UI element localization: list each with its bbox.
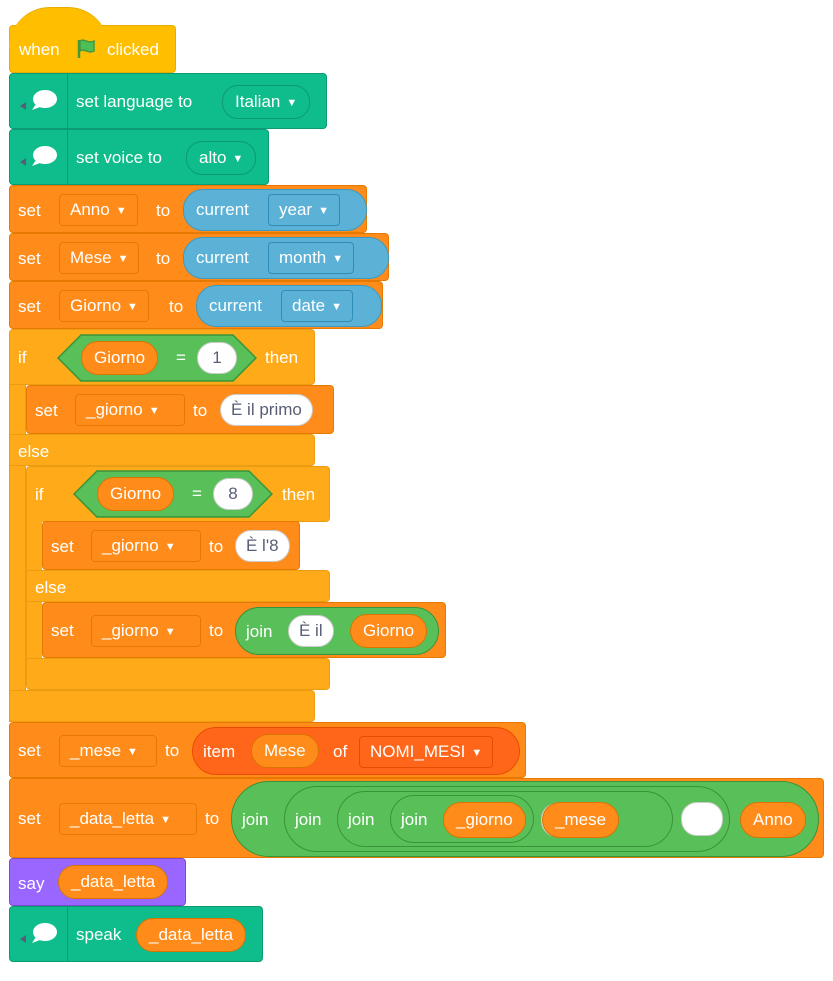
to-label: to [209,537,224,556]
speech-bubble-icon [10,74,68,128]
join-operator[interactable]: join È il Giorno [235,607,439,655]
set-label: set [18,809,41,828]
giorno-reporter[interactable]: Giorno [97,477,175,511]
set-label: set [18,249,41,268]
set-label: set [51,621,74,640]
else-label: else [18,442,50,461]
when-flag-clicked-block[interactable]: when clicked [9,7,176,73]
then-label: then [265,348,299,367]
month-dropdown[interactable]: month▼ [268,242,355,274]
language-dropdown[interactable]: Italian▼ [222,85,311,119]
value-input[interactable]: 8 [213,478,253,510]
set-label: set [18,297,41,316]
variable-dropdown-_giorno[interactable]: _giorno▼ [91,615,201,647]
else-label: else [35,578,67,597]
set-label: set [51,537,74,556]
text-input[interactable]: È il primo [220,394,313,426]
equals-label: = [176,348,186,367]
variable-dropdown-mese[interactable]: Mese▼ [59,242,140,274]
set-mese-block[interactable]: set Mese▼ to current month▼ [9,233,389,281]
if-else-inner-bottom [26,658,330,690]
current-year-reporter[interactable]: current year▼ [183,189,367,231]
set-mese-item-block[interactable]: set _mese▼ to item Mese of NOMI_MESI▼ [9,722,526,778]
voice-dropdown[interactable]: alto▼ [186,141,257,175]
current-date-reporter[interactable]: current date▼ [196,285,382,327]
variable-dropdown-giorno[interactable]: Giorno▼ [59,290,149,322]
then-label: then [282,485,316,504]
equals-condition-1[interactable]: Giorno = 1 [57,334,257,382]
set-data-letta-block[interactable]: set _data_letta▼ to join join join join … [9,778,824,858]
hat-clicked-label: clicked [107,40,159,59]
hat-when-label: when [19,40,60,59]
giorno-reporter[interactable]: Giorno [81,341,159,375]
set-label: set [35,401,58,420]
speak-block[interactable]: speak _data_letta [9,906,263,962]
set-voice-block[interactable]: set voice to alto▼ [9,129,269,185]
set-language-block[interactable]: set language to Italian▼ [9,73,327,129]
equals-label: = [192,484,202,503]
list-dropdown[interactable]: NOMI_MESI▼ [359,736,494,768]
join-outer[interactable]: join join join join _giorno _mese Anno [231,781,819,857]
mese-var-reporter[interactable]: _mese [542,802,620,838]
to-label: to [156,201,171,220]
variable-dropdown-_giorno[interactable]: _giorno▼ [75,394,185,426]
join-text-input[interactable]: È il [288,615,334,647]
say-block[interactable]: say _data_letta [9,858,186,906]
set-anno-block[interactable]: set Anno▼ to current year▼ [9,185,367,233]
variable-dropdown-_giorno[interactable]: _giorno▼ [91,530,201,562]
set-giorno-otto-block[interactable]: set _giorno▼ to È l'8 [42,521,300,570]
variable-dropdown-_mese[interactable]: _mese▼ [59,735,157,767]
date-dropdown[interactable]: date▼ [281,290,353,322]
year-dropdown[interactable]: year▼ [268,194,340,226]
value-input[interactable]: 1 [197,342,237,374]
giorno-reporter[interactable]: Giorno [350,614,428,648]
say-label: say [18,874,45,893]
variable-dropdown-anno[interactable]: Anno▼ [59,194,138,226]
to-label: to [209,621,224,640]
mese-reporter[interactable]: Mese [251,734,319,768]
variable-dropdown-_data_letta[interactable]: _data_letta▼ [59,803,197,835]
speech-bubble-icon [10,130,68,184]
text-input[interactable]: È l'8 [235,530,290,562]
to-label: to [193,401,208,420]
space-input-2[interactable] [681,802,723,836]
join-level-4[interactable]: join _giorno [390,795,583,843]
data-letta-reporter[interactable]: _data_letta [58,865,169,899]
item-of-list-reporter[interactable]: item Mese of NOMI_MESI▼ [192,727,520,775]
data-letta-reporter[interactable]: _data_letta [136,918,247,952]
else-divider-outer: else [9,434,315,466]
if-else-outer-bottom [9,690,315,722]
giorno-var-reporter[interactable]: _giorno [443,802,526,838]
to-label: to [205,809,220,828]
set-language-label: set language to [76,92,193,111]
to-label: to [169,297,184,316]
set-giorno-join-block[interactable]: set _giorno▼ to join È il Giorno [42,602,446,658]
set-label: set [18,741,41,760]
set-voice-label: set voice to [76,148,162,167]
join-level-2[interactable]: join join join _giorno _mese [284,786,730,852]
else-divider-inner: else [26,570,330,602]
set-giorno-primo-block[interactable]: set _giorno▼ to È il primo [26,385,334,434]
to-label: to [156,249,171,268]
to-label: to [165,741,180,760]
equals-condition-2[interactable]: Giorno = 8 [73,470,273,518]
if-label: if [35,485,44,504]
set-label: set [18,201,41,220]
join-level-3[interactable]: join join _giorno _mese [337,791,673,847]
if-label: if [18,348,27,367]
anno-reporter[interactable]: Anno [740,802,806,838]
green-flag-icon [76,38,98,60]
speak-label: speak [76,925,122,944]
speech-bubble-icon [10,907,68,961]
set-giorno-block[interactable]: set Giorno▼ to current date▼ [9,281,383,329]
current-month-reporter[interactable]: current month▼ [183,237,389,279]
